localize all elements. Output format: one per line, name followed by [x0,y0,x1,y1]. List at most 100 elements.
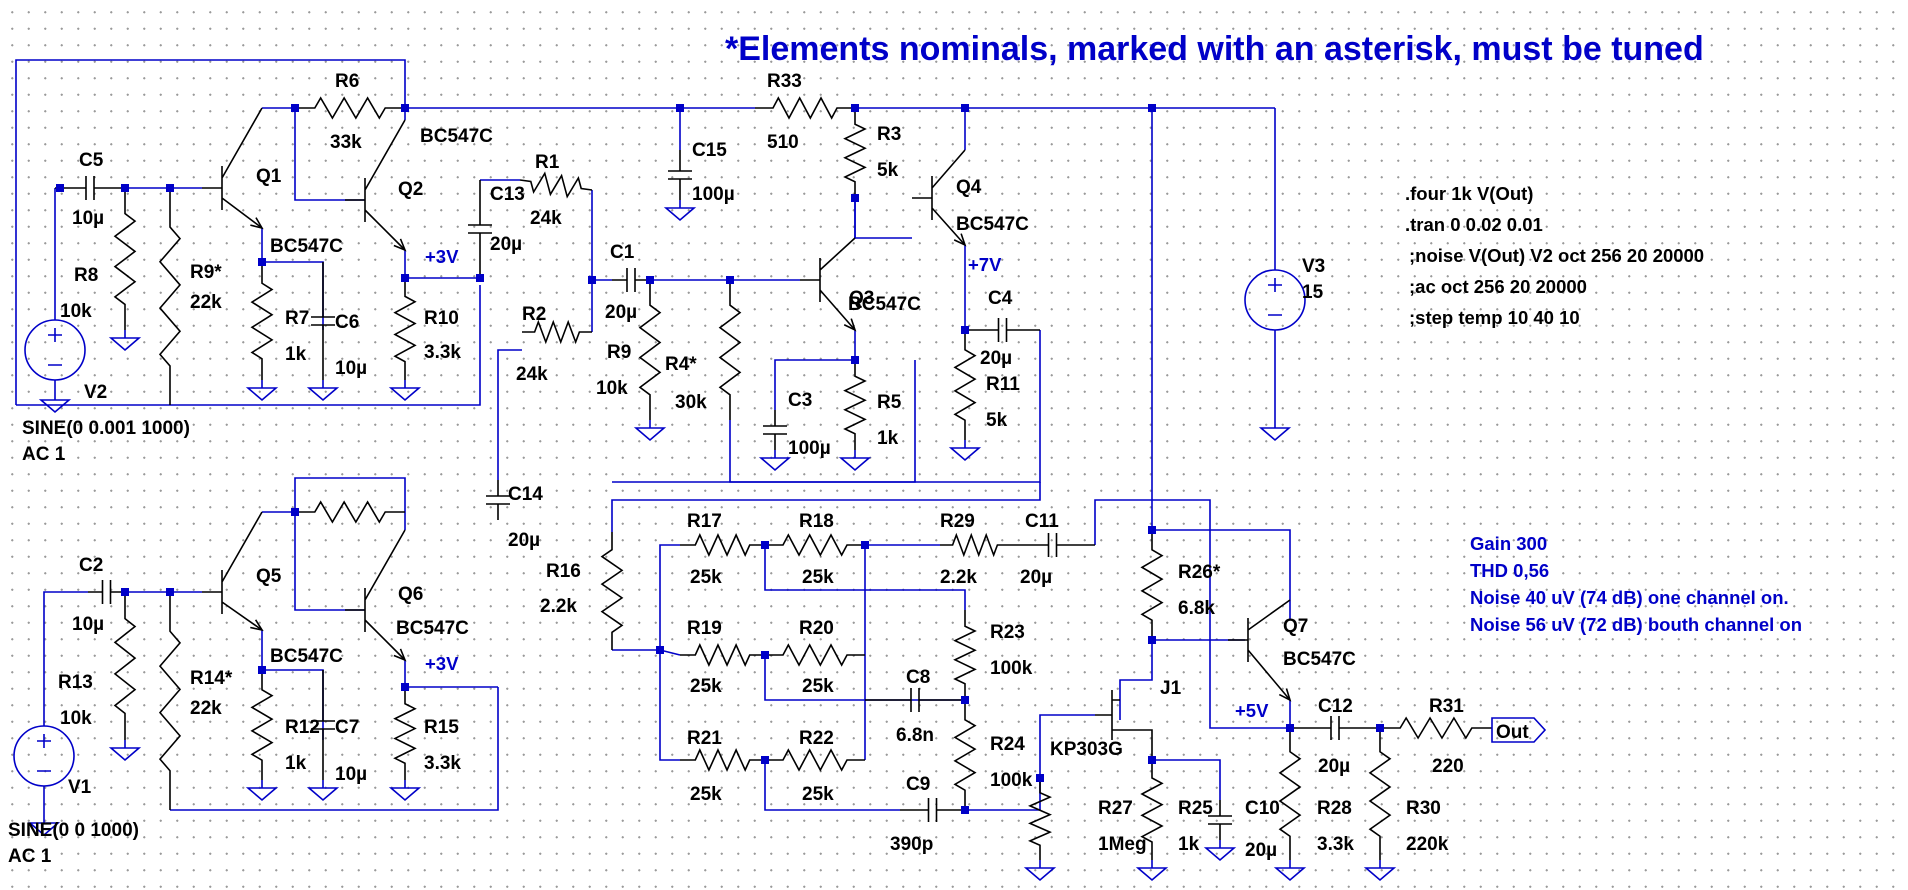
c9-value: 390p [890,834,933,855]
r33-ref: R33 [767,71,802,92]
r33-value: 510 [767,132,799,153]
r28-ref: R28 [1317,798,1352,819]
q5-transistor-emitter-arrow [250,619,264,632]
c3-ref: C3 [788,390,812,411]
wire [497,349,522,480]
v3-source [1244,269,1306,331]
c11-capacitor [1010,533,1095,557]
r8-resistor [113,188,137,330]
r9-resistor [638,280,662,420]
r31-resistor [1380,716,1492,740]
note-gain: Gain 300 [1470,533,1547,554]
q6-transistor [345,529,407,662]
v1-ref: V1 [68,777,92,798]
v3-source-polarity [1268,278,1282,316]
c6-capacitor [311,262,335,380]
q7-model: BC547C [1283,649,1356,670]
r10-value: 3.3k [424,342,461,363]
r7-ref: R7 [285,308,309,329]
wire [294,477,406,512]
c8-value: 6.8n [896,725,934,746]
ground-symbol [306,380,340,402]
q4-transistor-body [912,149,966,246]
q6-ref: Q6 [398,584,423,605]
wire [294,108,365,201]
ground-symbol [1135,860,1169,882]
junction-dot [861,541,869,549]
out-port-label: Out [1496,722,1529,743]
r13-ref: R13 [58,672,93,693]
c7-value: 10µ [335,764,367,785]
ground-symbol [38,392,72,414]
r20-value: 25k [802,676,834,697]
junction-dot [1148,104,1156,112]
junction-dot [166,588,174,596]
q2-transistor [345,119,407,252]
c10-value: 20µ [1245,840,1277,861]
resistor-labels: R1 24k R2 24k R3 5k R4* 30k R5 1k R6 33k… [58,71,1464,855]
junction-dot [1148,756,1156,764]
c11-value: 20µ [1020,567,1052,588]
r6-resistor [295,96,405,120]
ground-symbol [1363,860,1397,882]
r21-ref: R21 [687,728,722,749]
v1-spec: SINE(0 0 1000) [8,820,139,841]
r28-resistor [1278,728,1302,860]
r23-value: 100k [990,658,1033,679]
c4-capacitor [965,318,1040,342]
v2-spec: SINE(0 0.001 1000) [22,418,190,439]
junction-dot [761,541,769,549]
r13-value: 10k [60,708,92,729]
r30-value: 220k [1406,834,1449,855]
out-port: Out [1491,717,1547,743]
r17-resistor [680,533,765,557]
r29-resistor [940,532,1010,558]
wire [1152,529,1291,620]
r20-resistor [765,643,865,667]
q2-ref: Q2 [398,179,423,200]
junction-dot [166,184,174,192]
r25-ref: R25 [1178,798,1213,819]
ground-symbol [1023,860,1057,882]
c7-ref: C7 [335,717,359,738]
wire [729,360,916,483]
r14-star-resistor [158,592,182,810]
ground-symbol [1203,840,1237,862]
q2-transistor-body [345,119,406,251]
r3-value: 5k [877,160,899,181]
wire [854,198,912,239]
c9-capacitor [900,798,965,822]
r5-resistor [843,360,867,450]
r5-ref: R5 [877,392,902,413]
q3-model: BC547C [848,294,921,315]
c13-value: 20µ [490,234,522,255]
r20-ref: R20 [799,618,834,639]
wire [1119,640,1153,720]
j1-ref: J1 [1160,678,1182,699]
junction-dot [291,508,299,516]
ground-symbol [27,815,61,837]
ground-symbol [306,780,340,802]
r33-resistor [755,96,855,120]
junction-dot [1286,724,1294,732]
r23-ref: R23 [990,622,1025,643]
junction-dot [401,104,409,112]
r2-value: 24k [516,364,548,385]
wire [774,359,855,410]
r5-value: 1k [877,428,899,449]
r19-ref: R19 [687,618,722,639]
c6-ref: C6 [335,312,359,333]
q4-ref: Q4 [956,177,982,198]
junction-dot [1148,526,1156,534]
r15-value: 3.3k [424,753,461,774]
q4-transistor [912,149,967,247]
r24-resistor [953,700,977,810]
r16-resistor [600,532,624,650]
r8-ref: R8 [74,265,98,286]
q7-transistor [1228,599,1292,702]
c5-capacitor [55,176,125,200]
junction-dot [1148,636,1156,644]
r11-value: 5k [986,410,1008,431]
c1-value: 20µ [605,302,637,323]
r7-resistor [250,262,274,380]
